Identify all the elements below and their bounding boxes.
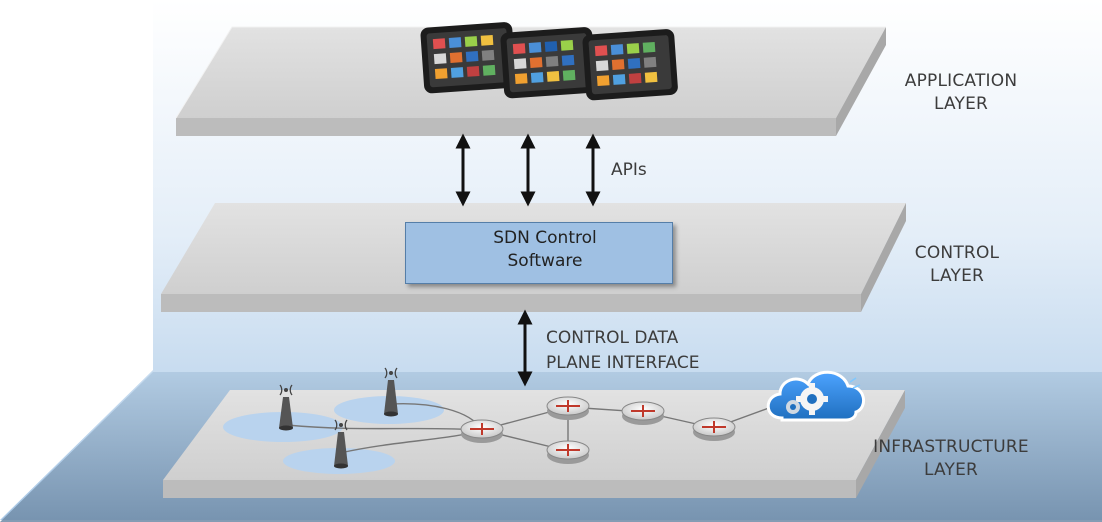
control-data-plane-label: CONTROL DATA PLANE INTERFACE [546,326,699,376]
wireless-antenna-icon [279,384,293,431]
router-icon [460,419,504,443]
tablet-icon [582,29,678,101]
infrastructure-layer-line2: LAYER [923,460,979,480]
infrastructure-layer-line1: INFRASTRUCTURE [873,437,1029,457]
application-layer-line2: LAYER [933,94,989,114]
router-icon [546,440,590,464]
infrastructure-layer-label: INFRASTRUCTURE LAYER [868,436,1034,482]
sdn-control-line2: Software [507,251,583,271]
tablet-icon [500,27,596,99]
tablet-icon [420,22,516,94]
control-layer-label: CONTROL LAYER [902,242,1012,288]
control-layer-line2: LAYER [929,266,985,286]
application-layer-label: APPLICATION LAYER [896,70,1026,116]
sdn-control-software-label: SDN Control Software [460,227,630,273]
sdn-control-software-box [405,222,673,284]
wireless-antenna-icon [334,419,348,469]
application-layer-line1: APPLICATION [904,71,1018,91]
wireless-antenna-icon [384,367,398,417]
apis-label: APIs [611,160,647,180]
cdpi-line1: CONTROL DATA [546,328,679,348]
router-icon [692,417,736,441]
sdn-control-line1: SDN Control [493,228,597,248]
cloud-gears-icon [766,370,865,422]
control-layer-line1: CONTROL [914,243,1000,263]
router-icon [621,401,665,425]
router-icon [546,396,590,420]
cdpi-line2: PLANE INTERFACE [546,353,700,373]
